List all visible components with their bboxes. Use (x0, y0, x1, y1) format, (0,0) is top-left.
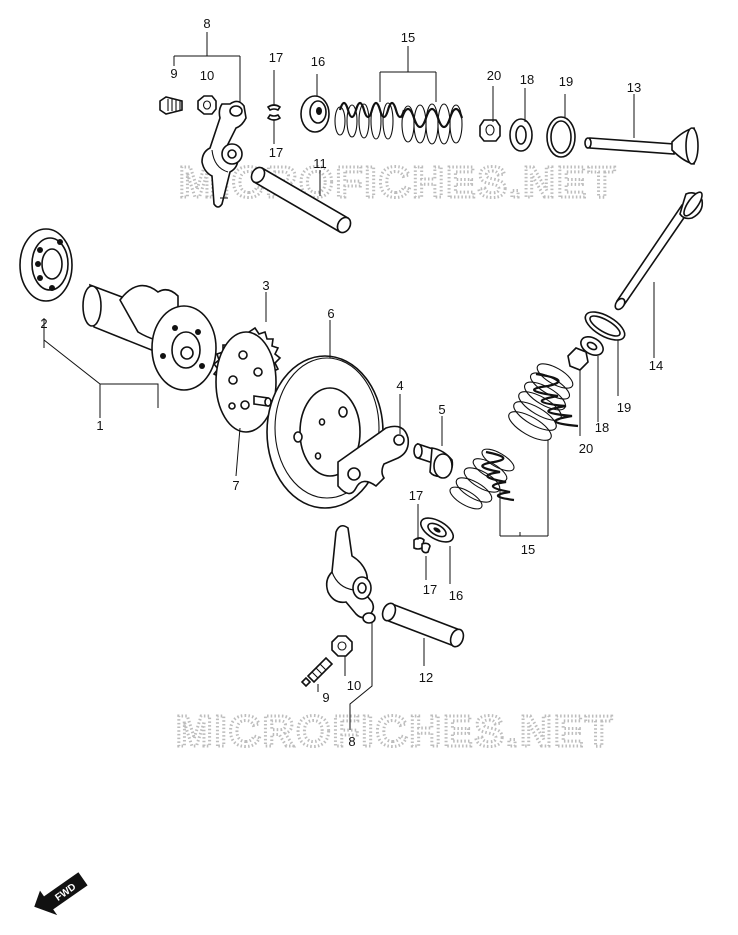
callout-18-top: 18 (520, 72, 534, 87)
callout-18-bottom: 18 (595, 420, 609, 435)
rocker-shaft-top (250, 166, 352, 234)
callout-17-a: 17 (269, 50, 283, 65)
spring-retainer-right (419, 517, 455, 543)
callout-19-bottom: 19 (617, 400, 631, 415)
spring-seat-top (509, 118, 533, 152)
valve-cotter-right (413, 537, 431, 554)
lever-bolt (413, 442, 454, 479)
callout-10-top: 10 (200, 68, 214, 83)
adjusting-screw-top (159, 96, 183, 115)
callout-17-c: 17 (409, 488, 423, 503)
callout-4: 4 (396, 378, 403, 393)
valve-spring-inner-top (400, 103, 464, 145)
valve-stem-seal-top (479, 119, 501, 142)
callout-9-bottom: 9 (322, 690, 329, 705)
callout-8-bottom: 8 (348, 734, 355, 749)
callout-20-top: 20 (487, 68, 501, 83)
o-ring-top (546, 116, 576, 158)
lock-nut-bottom (331, 635, 353, 657)
fwd-arrow-badge: FWD (34, 872, 88, 916)
valve-spring-outer-right (508, 363, 579, 441)
adjusting-screw-bottom (300, 656, 334, 688)
cam-sprocket (212, 326, 282, 433)
rocker-shaft-bottom (381, 602, 465, 648)
callout-2: 2 (40, 316, 47, 331)
callout-3: 3 (262, 278, 269, 293)
exhaust-valve (584, 127, 699, 165)
valve-cotter-top (266, 104, 282, 121)
leader-lines (43, 32, 655, 730)
camshaft-bearing (19, 228, 73, 302)
callout-5: 5 (438, 402, 445, 417)
valve-stem-seal-right (567, 347, 589, 371)
watermark-bottom: MICROFICHES.NET (176, 707, 614, 756)
callout-10-bottom: 10 (347, 678, 361, 693)
callout-11: 11 (313, 156, 327, 171)
valve-spring-inner-right (449, 448, 515, 510)
callout-7: 7 (232, 478, 239, 493)
decompressor-cam-plate (266, 355, 384, 509)
callout-13: 13 (627, 80, 641, 95)
fwd-arrow-icon (34, 872, 88, 916)
callout-20-bottom: 20 (579, 441, 593, 456)
decompression-lever (337, 425, 410, 495)
callout-15-bottom: 15 (521, 542, 535, 557)
rocker-arm-top (201, 100, 247, 208)
callout-17-d: 17 (423, 582, 437, 597)
callout-16-top: 16 (311, 54, 325, 69)
callout-6: 6 (327, 306, 334, 321)
spring-seat-right (580, 336, 604, 356)
lock-nut-top (197, 95, 217, 115)
callout-15-top: 15 (401, 30, 415, 45)
rocker-arm-bottom (325, 524, 376, 624)
callout-12: 12 (419, 670, 433, 685)
o-ring-right (584, 311, 626, 341)
callout-numbers: 1 2 3 4 5 6 7 8 8 9 9 10 10 11 12 13 14 … (40, 16, 663, 749)
valve-spring-outer-top (334, 101, 406, 140)
callout-17-b: 17 (269, 145, 283, 160)
callout-9-top: 9 (170, 66, 177, 81)
camshaft (82, 283, 217, 391)
intake-valve (614, 191, 704, 311)
spring-retainer-top (300, 95, 330, 133)
dowel-pin (253, 395, 272, 407)
callout-1: 1 (96, 418, 103, 433)
watermark-top: MICROFICHES.NET (179, 158, 617, 207)
callout-14: 14 (649, 358, 663, 373)
callout-19-top: 19 (559, 74, 573, 89)
callout-16-bottom: 16 (449, 588, 463, 603)
callout-8-top: 8 (203, 16, 210, 31)
